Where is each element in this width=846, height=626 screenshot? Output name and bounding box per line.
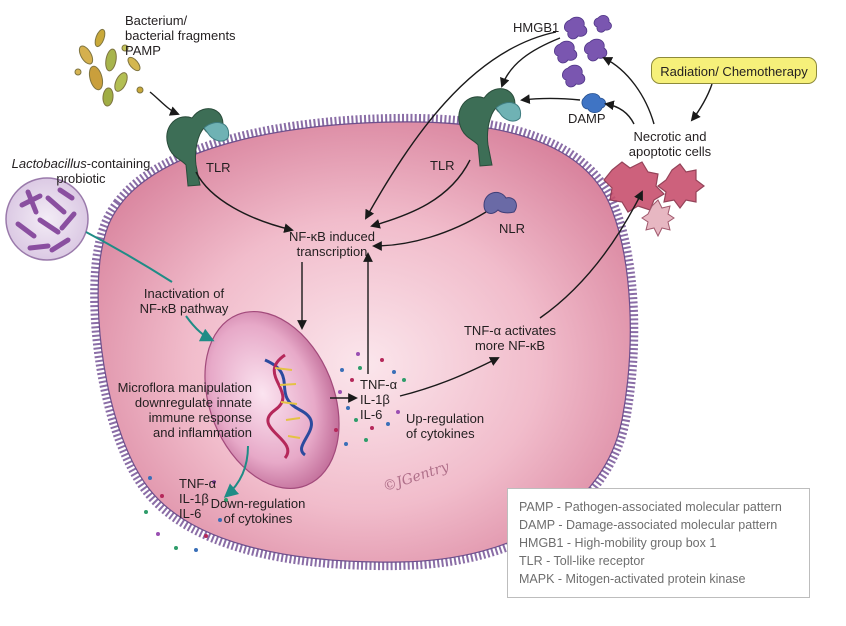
arrow-necrotic-to-hmgb1 xyxy=(602,57,655,125)
arrow-radiation-to-necrotic xyxy=(690,83,713,122)
necrotic-label: Necrotic and apoptotic cells xyxy=(615,129,725,159)
radiation-chemotherapy-box: Radiation/ Chemotherapy xyxy=(651,57,817,84)
arrow-bacteria-to-tlr xyxy=(149,91,180,116)
inactivation-label-line2: NF-κB pathway xyxy=(139,301,229,316)
cytokine-dots-down xyxy=(144,476,228,552)
microflora-label: Microflora manipulation downregulate inn… xyxy=(100,380,252,440)
bacteria-label-line3: PAMP xyxy=(125,43,161,58)
inactivation-label-line1: Inactivation of xyxy=(143,286,225,301)
arrow-tlr-to-nfkb xyxy=(195,171,294,233)
hmgb1-protein-icon xyxy=(554,15,612,88)
arrow-nlr-to-nfkb xyxy=(372,211,487,251)
arrow-inactivation-to-nucleus xyxy=(185,315,215,342)
upreg-label-line2: of cytokines xyxy=(406,426,475,441)
probiotic-label-rest: -containing xyxy=(86,156,151,171)
necrotic-cell-icon xyxy=(603,161,705,238)
cytokines-down-list: TNF-α IL-1β IL-6 xyxy=(179,476,216,521)
legend-row-tlr: TLR - Toll-like receptor xyxy=(519,554,645,568)
arrow-hmgb1-to-nfkb xyxy=(365,31,557,220)
nucleus xyxy=(204,310,340,490)
inactivation-label: Inactivation of NF-κB pathway xyxy=(132,286,236,316)
tlr-receptor-icon xyxy=(166,108,230,187)
tnf-label-line1: TNF-α activates xyxy=(463,323,557,338)
bacteria-icon xyxy=(74,28,144,107)
nfkb-label-line2: transcription xyxy=(296,244,368,259)
legend-row-hmgb1: HMGB1 - High-mobility group box 1 xyxy=(519,536,717,550)
arrow-damp-to-tlr xyxy=(520,94,581,105)
damp-protein-icon xyxy=(581,93,606,114)
probiotic-label-italic: Lactobacillus xyxy=(11,156,87,171)
arrow-necrotic-to-damp xyxy=(604,100,635,125)
legend-row-damp: DAMP - Damage-associated molecular patte… xyxy=(519,518,778,532)
dna-helix-icon xyxy=(264,353,313,459)
probiotic-circle-icon xyxy=(5,177,89,261)
cytokine-down-il1: IL-1β xyxy=(179,491,209,506)
nfkb-transcription-label: NF-κB induced transcription xyxy=(272,229,392,259)
tlr-right-label: TLR xyxy=(430,158,455,173)
bacteria-label-line1: Bacterium/ xyxy=(125,13,188,28)
legend-box: PAMP - Pathogen-associated molecular pat… xyxy=(507,488,810,598)
upreg-label-line1: Up-regulation xyxy=(406,411,485,426)
probiotic-label: Lactobacillus-containing probiotic xyxy=(6,156,156,186)
necrotic-label-line2: apoptotic cells xyxy=(628,144,712,159)
cytokine-up-tnf: TNF-α xyxy=(360,377,398,392)
microflora-label-line4: and inflammation xyxy=(153,425,252,440)
cytokine-up-il6: IL-6 xyxy=(360,407,383,422)
bacteria-label: Bacterium/ bacterial fragments PAMP xyxy=(125,13,236,58)
tlr-left-label: TLR xyxy=(206,160,231,175)
cytokine-down-il6: IL-6 xyxy=(179,506,202,521)
bacteria-label-line2: bacterial fragments xyxy=(125,28,236,43)
arrow-tlr2-to-nfkb xyxy=(370,159,471,229)
cytokine-dots-up xyxy=(334,352,406,446)
microflora-label-line1: Microflora manipulation xyxy=(117,380,252,395)
legend-row-pamp: PAMP - Pathogen-associated molecular pat… xyxy=(519,500,782,514)
legend-row-mapk: MAPK - Mitogen-activated protein kinase xyxy=(519,572,746,586)
downregulation-label: Down-regulation of cytokines xyxy=(210,496,306,526)
arrow-nucleus-to-downreg xyxy=(223,445,249,498)
arrow-cytokines-to-tnf xyxy=(399,357,500,397)
nlr-label: NLR xyxy=(499,221,526,236)
nlr-icon xyxy=(483,191,517,214)
necrotic-label-line1: Necrotic and xyxy=(633,129,707,144)
downreg-label-line2: of cytokines xyxy=(223,511,293,526)
hmgb1-label: HMGB1 xyxy=(513,20,560,35)
tnf-activates-label: TNF-α activates more NF-κB xyxy=(452,323,568,353)
arrows xyxy=(149,31,713,403)
microflora-label-line3: immune response xyxy=(148,410,252,425)
nfkb-label-line1: NF-κB induced xyxy=(289,229,375,244)
microflora-label-line2: downregulate innate xyxy=(134,395,252,410)
damp-label: DAMP xyxy=(568,111,606,126)
probiotic-label-line2: probiotic xyxy=(56,171,106,186)
upregulation-label: Up-regulation of cytokines xyxy=(406,411,484,441)
downreg-label-line1: Down-regulation xyxy=(210,496,306,511)
tnf-label-line2: more NF-κB xyxy=(474,338,546,353)
arrow-hmgb1-to-tlr xyxy=(500,37,561,88)
cytokine-up-il1: IL-1β xyxy=(360,392,390,407)
cytokine-down-tnf: TNF-α xyxy=(179,476,217,491)
tlr-receptor-icon xyxy=(458,88,522,167)
arrow-tnf-to-necrotic xyxy=(539,190,643,319)
teal-arrows xyxy=(85,231,249,498)
arrow-probiotic-to-inactivation xyxy=(85,231,173,283)
cytokines-up-list: TNF-α IL-1β IL-6 xyxy=(360,377,397,422)
